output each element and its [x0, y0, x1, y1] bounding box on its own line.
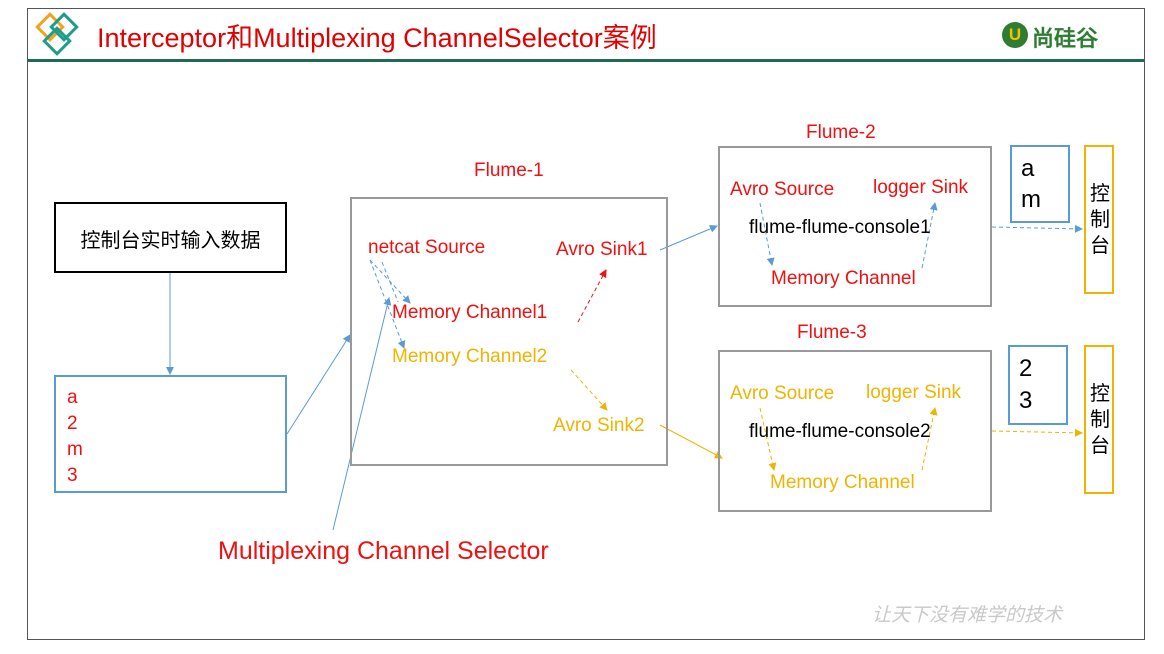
flume3-box	[718, 350, 992, 512]
arrow-flume2-to-console	[991, 224, 1083, 233]
arrow-flume3-to-console	[991, 428, 1083, 437]
flume2-avro-source: Avro Source	[730, 179, 835, 200]
console1-char-3: 台	[1090, 235, 1110, 257]
flume1-box	[350, 197, 668, 466]
input-line-3: m	[67, 439, 83, 460]
console1-char-1: 控	[1090, 183, 1110, 205]
flume1-avro-sink1: Avro Sink1	[556, 239, 648, 260]
source-box: 控制台实时输入数据	[54, 202, 287, 273]
flume3-memory-channel: Memory Channel	[770, 472, 915, 493]
console1-char-2: 制	[1090, 209, 1110, 231]
flume2-box	[718, 146, 992, 307]
flume3-output-box: 2 3	[1008, 345, 1068, 425]
slide-frame	[27, 8, 1145, 640]
brand-logo-icon: U	[1002, 22, 1028, 48]
brand-logo-text: 尚硅谷	[1032, 26, 1099, 51]
slogan-watermark: 让天下没有难学的技术	[872, 604, 1063, 626]
header-logo-diamonds-icon	[35, 12, 79, 56]
arrow-selector-pointer	[332, 297, 392, 531]
flume3-output-line-2: 3	[1019, 387, 1033, 414]
flume1-memory-channel2: Memory Channel2	[392, 346, 548, 367]
console-box-2: 控 制 台	[1084, 345, 1114, 494]
flume2-output-box: a m	[1010, 145, 1070, 223]
arrow-netcat-to-channel2	[369, 259, 406, 349]
source-label: 控制台实时输入数据	[80, 230, 261, 252]
flume2-title: Flume-2	[806, 122, 876, 143]
flume1-memory-channel1: Memory Channel1	[392, 302, 548, 323]
selector-label: Multiplexing Channel Selector	[218, 537, 549, 565]
flume3-output-line-1: 2	[1019, 355, 1033, 382]
input-line-4: 3	[67, 465, 78, 486]
arrow-sink2-to-flume3	[659, 424, 723, 459]
flume2-config-name: flume-flume-console1	[749, 217, 931, 238]
arrow-channel1-to-sink1	[577, 269, 607, 323]
arrow-f2-source-to-channel	[759, 202, 775, 266]
arrow-f3-source-to-channel	[759, 407, 777, 471]
flume3-title: Flume-3	[797, 322, 867, 343]
flume3-avro-source: Avro Source	[730, 383, 835, 404]
input-line-2: 2	[67, 413, 78, 434]
flume1-netcat-source: netcat Source	[368, 237, 486, 258]
header-divider	[28, 59, 1144, 62]
flume2-output-line-1: a	[1021, 155, 1035, 182]
flume1-avro-sink2: Avro Sink2	[553, 415, 645, 436]
console2-char-1: 控	[1090, 383, 1110, 405]
page-title: Interceptor和Multiplexing ChannelSelector…	[97, 23, 657, 53]
flume1-title: Flume-1	[474, 160, 544, 181]
arrow-input-to-flume1	[286, 334, 351, 435]
console2-char-3: 台	[1090, 435, 1110, 457]
flume2-logger-sink: logger Sink	[873, 177, 969, 198]
flume2-output-line-2: m	[1021, 186, 1041, 213]
flume3-config-name: flume-flume-console2	[749, 421, 931, 442]
console2-char-2: 制	[1090, 409, 1110, 431]
input-data-box: a 2 m 3	[54, 375, 287, 493]
arrow-f3-channel-to-sink	[921, 407, 938, 471]
arrow-sink1-to-flume2	[659, 225, 718, 251]
flume3-logger-sink: logger Sink	[866, 382, 962, 403]
input-line-1: a	[67, 387, 78, 408]
arrow-netcat-extra	[381, 261, 399, 303]
console-box-1: 控 制 台	[1084, 145, 1114, 294]
arrow-channel2-to-sink2	[570, 369, 608, 411]
flume2-memory-channel: Memory Channel	[771, 268, 916, 289]
